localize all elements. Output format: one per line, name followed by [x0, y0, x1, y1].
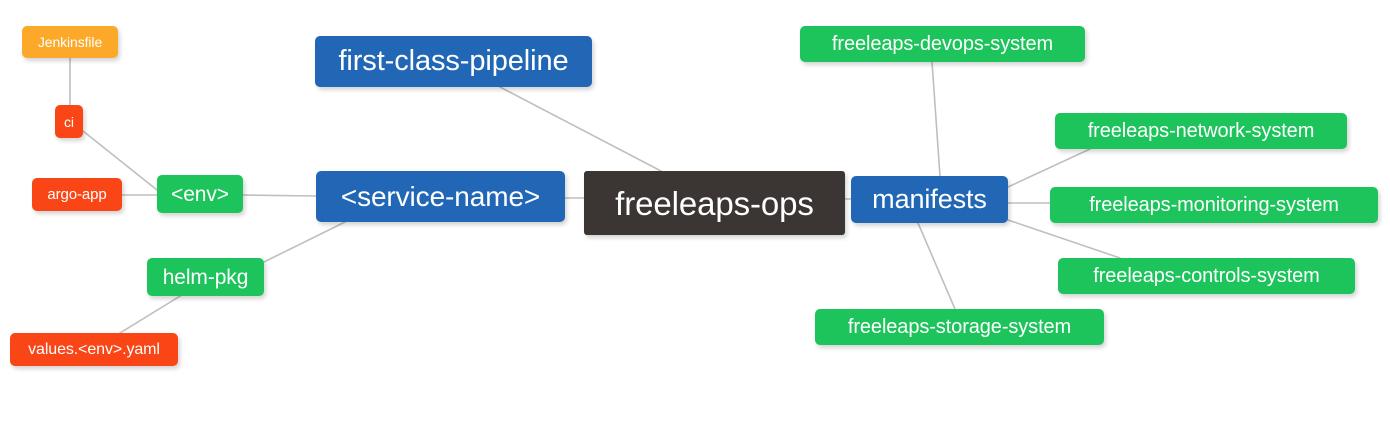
node-freeleaps-network-system[interactable]: freeleaps-network-system	[1055, 113, 1347, 149]
node-argo-app[interactable]: argo-app	[32, 178, 122, 211]
node-helm-pkg[interactable]: helm-pkg	[147, 258, 264, 296]
edge-service-name-to-helm-pkg	[263, 221, 346, 263]
edge-first-class-pipeline-to-freeleaps-ops	[499, 86, 662, 172]
edge-manifests-to-freeleaps-controls-system	[1007, 219, 1121, 259]
edge-helm-pkg-to-values-env-yaml	[119, 289, 191, 334]
node-env[interactable]: <env>	[157, 175, 243, 213]
node-manifests[interactable]: manifests	[851, 176, 1008, 223]
node-freeleaps-monitoring-system[interactable]: freeleaps-monitoring-system	[1050, 187, 1378, 223]
node-jenkinsfile[interactable]: Jenkinsfile	[22, 26, 118, 58]
edge-manifests-to-freeleaps-storage-system	[917, 222, 956, 310]
node-freeleaps-controls-system[interactable]: freeleaps-controls-system	[1058, 258, 1355, 294]
node-freeleaps-devops-system[interactable]: freeleaps-devops-system	[800, 26, 1085, 62]
edge-env-to-service-name	[242, 194, 317, 197]
node-ci[interactable]: ci	[55, 105, 83, 138]
edge-manifests-to-freeleaps-network-system	[1007, 148, 1091, 188]
node-freeleaps-ops[interactable]: freeleaps-ops	[584, 171, 845, 235]
node-values-env-yaml[interactable]: values.<env>.yaml	[10, 333, 178, 366]
edge-manifests-to-freeleaps-devops-system	[931, 61, 941, 177]
node-freeleaps-storage-system[interactable]: freeleaps-storage-system	[815, 309, 1104, 345]
node-first-class-pipeline[interactable]: first-class-pipeline	[315, 36, 592, 87]
node-service-name[interactable]: <service-name>	[316, 171, 565, 222]
